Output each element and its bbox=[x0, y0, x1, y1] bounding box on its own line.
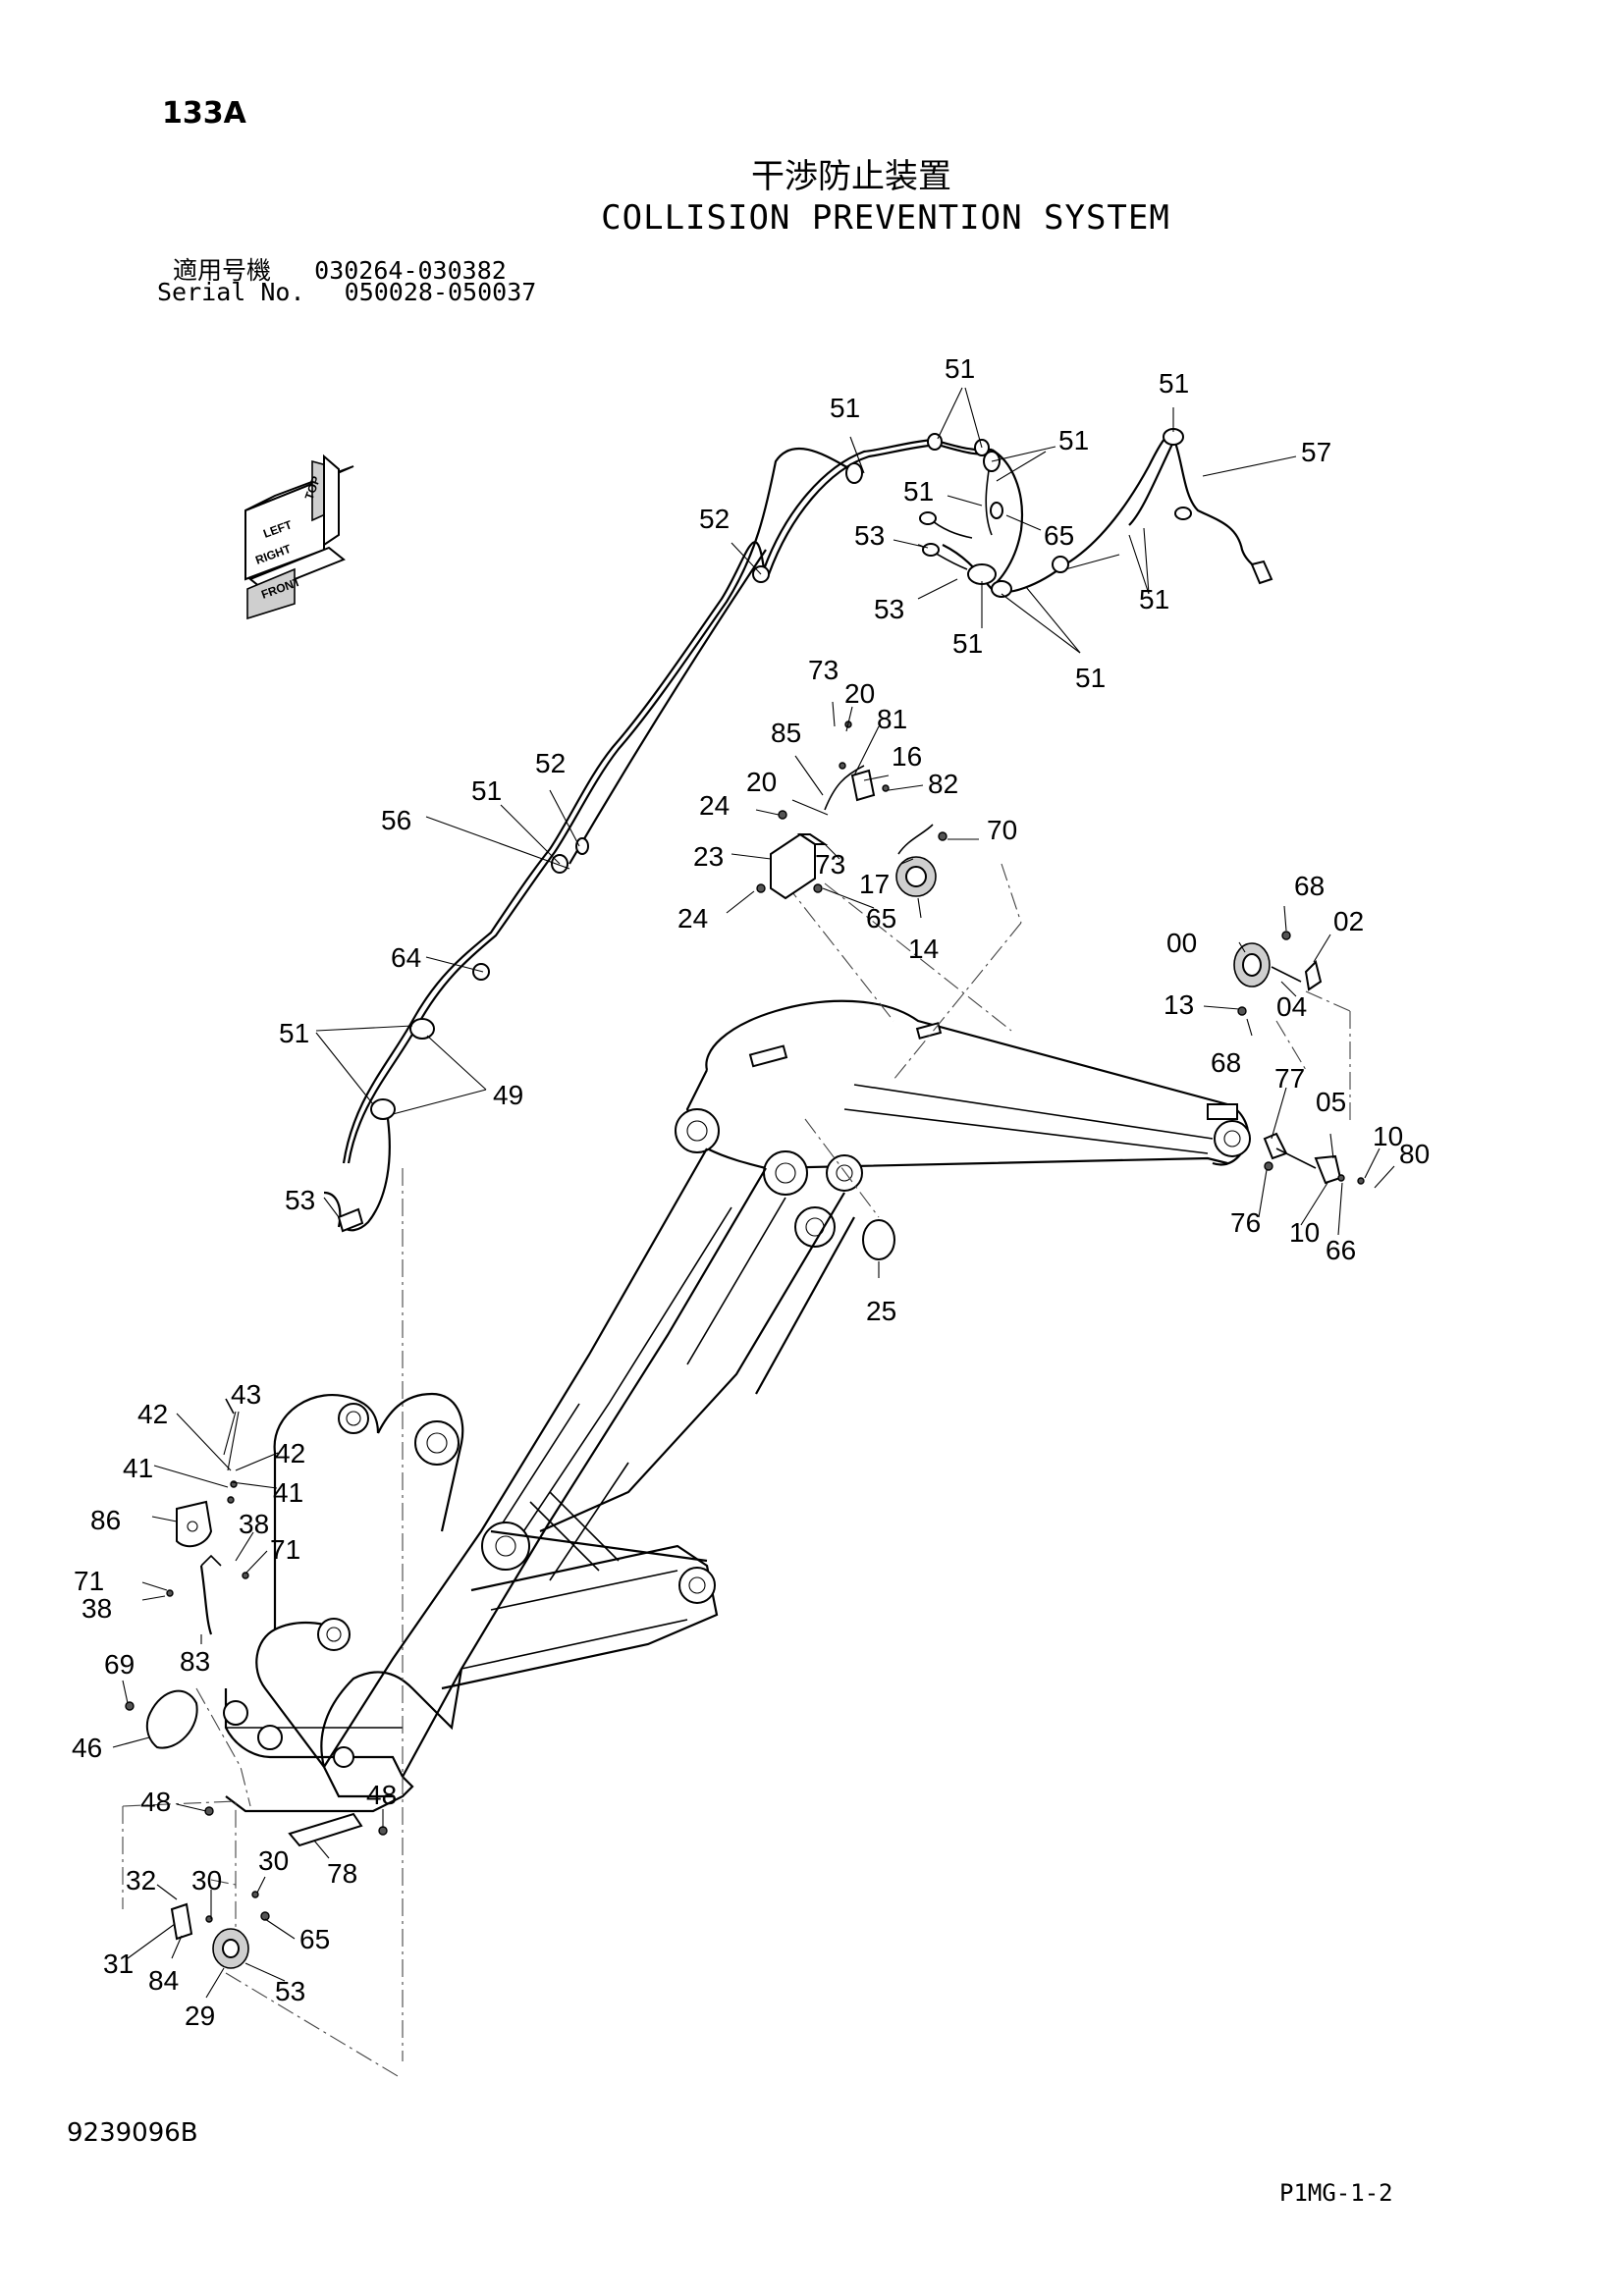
part-label: 24 bbox=[699, 790, 730, 821]
part-label: 68 bbox=[1211, 1047, 1241, 1078]
part-label: 66 bbox=[1326, 1235, 1356, 1265]
serial-row-en: Serial No. 050028-050037 bbox=[157, 278, 536, 306]
part-label: 71 bbox=[270, 1534, 300, 1565]
part-label: 30 bbox=[258, 1845, 289, 1876]
part-label: 43 bbox=[231, 1379, 261, 1410]
part-label: 51 bbox=[830, 393, 860, 423]
part-label: 13 bbox=[1164, 989, 1194, 1020]
part-label: 78 bbox=[327, 1858, 357, 1889]
part-label: 69 bbox=[104, 1649, 135, 1680]
part-label: 48 bbox=[366, 1780, 397, 1810]
part-label: 64 bbox=[391, 942, 421, 973]
part-label: 73 bbox=[815, 849, 845, 880]
part-label: 71 bbox=[74, 1566, 104, 1596]
title-english: COLLISION PREVENTION SYSTEM bbox=[601, 198, 1170, 238]
part-label: 51 bbox=[1159, 368, 1189, 399]
part-label: 32 bbox=[126, 1865, 156, 1896]
component-parts bbox=[125, 721, 1365, 1969]
part-label: 81 bbox=[877, 704, 907, 734]
part-callouts: 51 51 51 51 57 52 51 53 65 53 51 51 51 7… bbox=[72, 353, 1430, 2031]
part-label: 20 bbox=[844, 678, 875, 709]
part-label: 30 bbox=[191, 1865, 222, 1896]
part-label: 51 bbox=[903, 476, 934, 507]
part-label: 20 bbox=[746, 767, 777, 797]
part-label: 10 bbox=[1289, 1217, 1320, 1248]
orientation-indicator: TOP LEFT RIGHT FRONT bbox=[244, 454, 354, 620]
part-label: 51 bbox=[945, 353, 975, 384]
part-label: 51 bbox=[952, 628, 983, 659]
title-japanese: 干渉防止装置 bbox=[751, 157, 951, 196]
part-label: 48 bbox=[140, 1787, 171, 1817]
part-label: 53 bbox=[854, 520, 885, 551]
part-label: 86 bbox=[90, 1505, 121, 1535]
page-number: 133A bbox=[162, 96, 246, 131]
serial-range-en: 050028-050037 bbox=[344, 278, 537, 306]
clamp-markers bbox=[337, 428, 1273, 1233]
part-label: 51 bbox=[279, 1018, 309, 1048]
part-label: 42 bbox=[275, 1438, 305, 1468]
serial-label-en: Serial No. bbox=[157, 278, 305, 306]
part-label: 73 bbox=[808, 655, 839, 685]
part-label: 38 bbox=[81, 1593, 112, 1624]
leader-lines bbox=[112, 387, 1395, 1999]
page-code: P1MG-1-2 bbox=[1279, 2179, 1393, 2207]
part-label: 41 bbox=[273, 1477, 303, 1508]
part-label: 49 bbox=[493, 1080, 523, 1110]
part-label: 17 bbox=[859, 869, 890, 899]
part-label: 65 bbox=[299, 1924, 330, 1954]
part-label: 56 bbox=[381, 805, 411, 835]
part-label: 51 bbox=[1058, 425, 1089, 455]
part-label: 52 bbox=[535, 748, 566, 778]
part-label: 51 bbox=[471, 775, 502, 806]
part-label: 41 bbox=[123, 1453, 153, 1483]
reference-lines bbox=[122, 863, 1351, 2077]
part-label: 14 bbox=[908, 934, 939, 964]
part-label: 38 bbox=[239, 1509, 269, 1539]
part-label: 83 bbox=[180, 1646, 210, 1677]
part-label: 23 bbox=[693, 841, 724, 872]
serial-row-jp: 適用号機 030264-030382 bbox=[173, 251, 507, 287]
part-label: 31 bbox=[103, 1949, 134, 1979]
part-label: 42 bbox=[137, 1399, 168, 1429]
part-label: 51 bbox=[1075, 663, 1106, 693]
part-label: 80 bbox=[1399, 1139, 1430, 1169]
part-label: 24 bbox=[677, 903, 708, 934]
part-label: 85 bbox=[771, 718, 801, 748]
part-label: 77 bbox=[1274, 1063, 1305, 1094]
part-label: 53 bbox=[285, 1185, 315, 1215]
part-label: 65 bbox=[1044, 520, 1074, 551]
part-label: 10 bbox=[1373, 1121, 1403, 1151]
part-label: 76 bbox=[1230, 1207, 1261, 1238]
part-label: 29 bbox=[185, 2001, 215, 2031]
document-code: 9239096B bbox=[67, 2118, 198, 2148]
part-label: 51 bbox=[1139, 584, 1169, 614]
serial-range-jp: 030264-030382 bbox=[314, 256, 507, 285]
part-label: 57 bbox=[1301, 437, 1331, 467]
part-label: 68 bbox=[1294, 871, 1325, 901]
part-label: 84 bbox=[148, 1965, 179, 1996]
part-label: 52 bbox=[699, 504, 730, 534]
part-label: 02 bbox=[1333, 906, 1364, 936]
part-label: 70 bbox=[987, 815, 1017, 845]
part-label: 05 bbox=[1316, 1087, 1346, 1117]
part-label: 04 bbox=[1276, 991, 1307, 1022]
part-label: 46 bbox=[72, 1733, 102, 1763]
part-label: 53 bbox=[874, 594, 904, 624]
part-label: 82 bbox=[928, 769, 958, 799]
part-label: 25 bbox=[866, 1296, 896, 1326]
serial-label-jp: 適用号機 bbox=[173, 256, 272, 285]
part-label: 16 bbox=[892, 741, 922, 772]
boom-structure bbox=[223, 999, 1251, 1813]
part-label: 53 bbox=[275, 1976, 305, 2006]
part-label: 65 bbox=[866, 903, 896, 934]
part-label: 00 bbox=[1166, 928, 1197, 958]
